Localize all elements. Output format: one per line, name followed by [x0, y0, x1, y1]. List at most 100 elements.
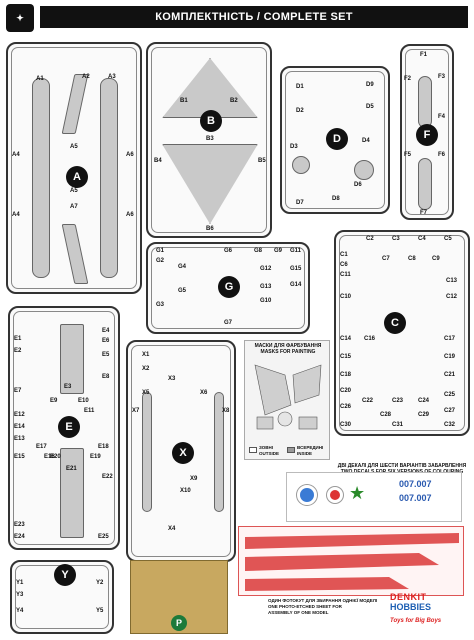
part-label: G10 [260, 298, 272, 304]
part-label: Y1 [16, 580, 24, 586]
part-label: D3 [290, 144, 298, 150]
sprue-x: X X1 X2 X3 X4 X5 X6 X7 X8 X9 X10 [126, 340, 236, 562]
part-e-intake [60, 324, 84, 394]
part-label: G11 [290, 248, 302, 254]
part-x-missile-left [142, 392, 152, 512]
part-label: E1 [14, 336, 22, 342]
decals-title-ua: ДВІ ДЕКАЛІ ДЛЯ ШЕСТИ ВАРІАНТІВ ЗАБАРВЛЕН… [337, 463, 467, 469]
part-label: D6 [354, 182, 362, 188]
part-b-wing-bottom [162, 144, 258, 224]
part-label: G14 [290, 282, 302, 288]
part-label: E3 [64, 384, 72, 390]
brand-emblem-icon: ✦ [6, 4, 34, 32]
decal-sheet-2 [238, 526, 464, 596]
part-label: G6 [224, 248, 233, 254]
part-label: C10 [340, 294, 352, 300]
masks-title: МАСКИ ДЛЯ ФАРБУВАННЯ MASKS FOR PAINTING [245, 343, 331, 355]
part-label: F2 [404, 76, 412, 82]
brand-tagline: Toys for Big Boys [390, 618, 442, 624]
part-label: C3 [392, 236, 400, 242]
part-label: X7 [132, 408, 140, 414]
part-label: B4 [154, 158, 162, 164]
sprue-d: D D1 D2 D3 D4 D5 D6 D7 D8 D9 [280, 66, 390, 214]
part-label: C7 [382, 256, 390, 262]
part-label: A4 [12, 212, 20, 218]
part-label: B2 [230, 98, 238, 104]
part-label: D2 [296, 108, 304, 114]
serial-number: 007.007 [399, 479, 432, 489]
sprue-b: B B1 B2 B3 B4 B5 B6 [146, 42, 272, 238]
sprue-b-badge: B [200, 110, 222, 132]
legend-outside-swatch [249, 447, 257, 453]
part-label: Y4 [16, 608, 24, 614]
mask-shapes [254, 364, 322, 430]
part-label: C31 [392, 422, 404, 428]
masks-panel: МАСКИ ДЛЯ ФАРБУВАННЯ MASKS FOR PAINTING … [244, 340, 330, 460]
part-label: F1 [420, 52, 428, 58]
part-label: C30 [340, 422, 352, 428]
part-label: E20 [50, 454, 61, 460]
brand-name-top: DENKIT [390, 592, 427, 602]
part-x-missile-right [214, 392, 224, 512]
part-label: D8 [332, 196, 340, 202]
part-label: F3 [438, 74, 446, 80]
part-label: C4 [418, 236, 426, 242]
sprue-a-badge: A [66, 166, 88, 188]
part-label: C25 [444, 392, 456, 398]
part-label: C8 [408, 256, 416, 262]
sprue-d-badge: D [326, 128, 348, 150]
part-label: E8 [102, 374, 110, 380]
part-label: Y2 [96, 580, 104, 586]
sprue-g-badge: G [218, 276, 240, 298]
part-label: C22 [362, 398, 374, 404]
part-label: E23 [14, 522, 25, 528]
part-label: G9 [274, 248, 283, 254]
part-label: C13 [446, 278, 458, 284]
sprue-x-badge: X [172, 442, 194, 464]
star-insignia: ★ [349, 483, 366, 503]
part-d-wheel [292, 156, 310, 174]
part-label: G5 [178, 288, 187, 294]
part-label: B5 [258, 158, 266, 164]
sprue-e: E E1 E2 E3 E4 E5 E6 E7 E8 E9 E10 E11 E12… [8, 306, 120, 550]
part-label: E9 [50, 398, 58, 404]
part-label: C11 [340, 272, 351, 278]
part-label: X1 [142, 352, 150, 358]
pe-badge: P [171, 615, 187, 631]
part-label: C32 [444, 422, 456, 428]
part-label: Y5 [96, 608, 104, 614]
part-label: E14 [14, 424, 25, 430]
serial-number: 007.007 [399, 493, 432, 503]
part-label: C12 [446, 294, 458, 300]
part-label: A4 [12, 152, 20, 158]
part-label: X6 [200, 390, 208, 396]
part-label: X2 [142, 366, 150, 372]
part-f-tank-2 [418, 158, 432, 210]
part-label: E10 [78, 398, 89, 404]
sprue-y-badge: Y [54, 564, 76, 586]
part-label: C28 [380, 412, 392, 418]
roundel [297, 485, 317, 505]
part-label: C23 [392, 398, 404, 404]
part-label: E15 [14, 454, 25, 460]
legend-outside-label: ЗОВНІ [259, 445, 274, 450]
photoetch-note-en-2: ASSEMBLY OF ONE MODEL [268, 610, 329, 615]
part-label: D4 [362, 138, 370, 144]
part-label: E18 [98, 444, 109, 450]
part-label: Y3 [16, 592, 24, 598]
part-label: C20 [340, 388, 352, 394]
part-label: D5 [366, 104, 374, 110]
sprue-g: G G1 G2 G3 G4 G5 G6 G7 G8 G9 G10 G11 G12… [146, 242, 310, 334]
part-label: D1 [296, 84, 304, 90]
part-label: A7 [70, 204, 78, 210]
part-label: G2 [156, 258, 165, 264]
part-label: E11 [84, 408, 95, 414]
sprue-f-badge: F [416, 124, 438, 146]
roundel-2 [327, 487, 343, 503]
part-a-fin [61, 74, 89, 134]
part-label: C15 [340, 354, 352, 360]
part-label: C14 [340, 336, 352, 342]
part-a-fuselage-left [32, 78, 50, 278]
part-label: B1 [180, 98, 188, 104]
part-label: C1 [340, 252, 348, 258]
